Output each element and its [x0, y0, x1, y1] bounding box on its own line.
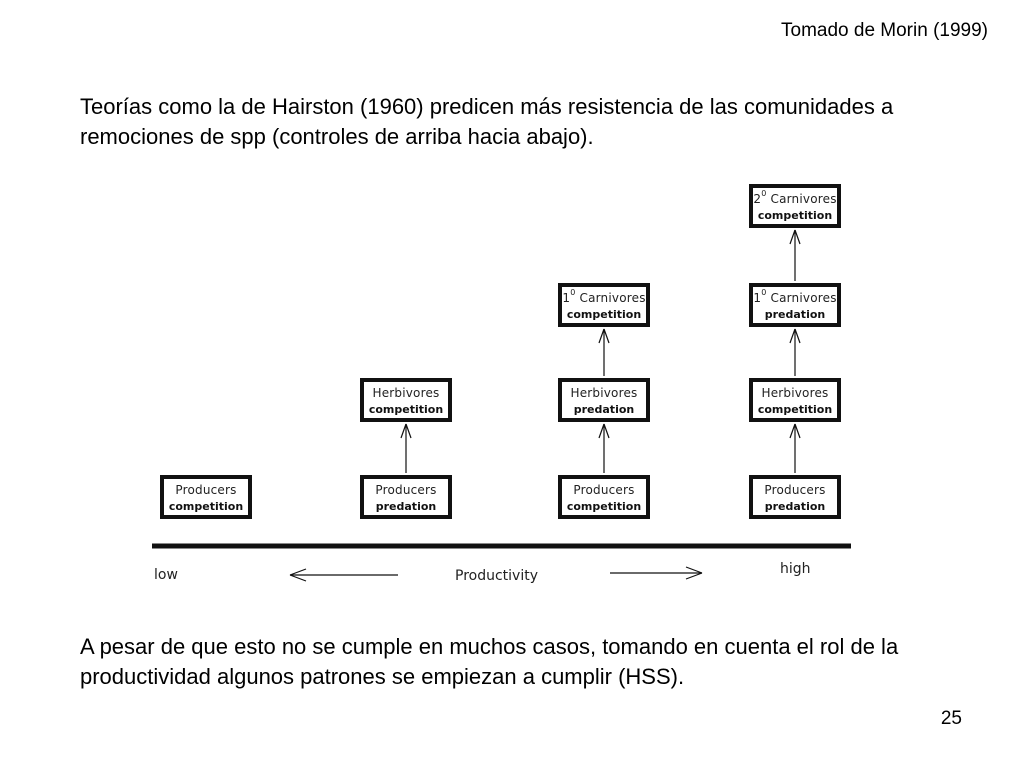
trophic-box-carnivores: 20 Carnivores competition	[749, 184, 841, 228]
trophic-arrow-head-left	[789, 423, 796, 439]
trophic-box-herbivores: Herbivores competition	[360, 378, 452, 422]
trophic-box-producers: Producers predation	[749, 475, 841, 519]
control-type: competition	[566, 500, 642, 513]
trophic-box-carnivores: 10 Carnivores competition	[558, 283, 650, 327]
order-superscript: 0	[761, 189, 767, 198]
trophic-box-producers: Producers predation	[360, 475, 452, 519]
trophic-arrow-head-left	[400, 423, 407, 439]
citation: Tomado de Morin (1999)	[781, 20, 988, 41]
axis-high-label: high	[780, 561, 811, 577]
trophic-arrow-head-left	[598, 328, 605, 344]
trophic-arrow-head-right	[405, 423, 412, 439]
slide-number: 25	[940, 708, 962, 729]
trophic-arrow-head-left	[598, 423, 605, 439]
control-type: competition	[368, 403, 444, 416]
trophic-box-producers: Producers competition	[558, 475, 650, 519]
trophic-level-name: Producers	[375, 483, 437, 497]
trophic-arrow-head-right	[794, 423, 801, 439]
axis-productivity-label: Productivity	[455, 568, 538, 584]
control-type: predation	[573, 403, 635, 416]
control-type: competition	[757, 403, 833, 416]
control-type: competition	[168, 500, 244, 513]
control-type: predation	[764, 308, 826, 321]
trophic-arrow-head-left	[789, 229, 796, 245]
trophic-box-herbivores: Herbivores competition	[749, 378, 841, 422]
control-type: predation	[375, 500, 437, 513]
trophic-arrow-head-left	[789, 328, 796, 344]
trophic-box-carnivores: 10 Carnivores predation	[749, 283, 841, 327]
trophic-level-name: Herbivores	[372, 386, 440, 400]
trophic-level-name: 20 Carnivores	[753, 189, 837, 206]
trophic-level-name: Producers	[175, 483, 237, 497]
conclusion-paragraph: A pesar de que esto no se cumple en much…	[80, 634, 899, 689]
trophic-box-producers: Producers competition	[160, 475, 252, 519]
trophic-arrow-head-right	[603, 328, 610, 344]
trophic-level-name: Producers	[764, 483, 826, 497]
trophic-arrow-head-right	[794, 328, 801, 344]
control-type: predation	[764, 500, 826, 513]
trophic-arrow-head-right	[794, 229, 801, 245]
trophic-arrow-head-right	[603, 423, 610, 439]
trophic-level-name: 10 Carnivores	[562, 288, 646, 305]
axis-low-label: low	[154, 567, 178, 583]
trophic-level-name: Producers	[573, 483, 635, 497]
arrow-left-head-bottom	[289, 574, 307, 582]
trophic-level-name: Herbivores	[761, 386, 829, 400]
control-type: competition	[566, 308, 642, 321]
trophic-level-name: 10 Carnivores	[753, 288, 837, 305]
control-type: competition	[757, 209, 833, 222]
order-superscript: 0	[761, 288, 767, 297]
intro-paragraph: Teorías como la de Hairston (1960) predi…	[80, 94, 894, 149]
trophic-level-name: Herbivores	[570, 386, 638, 400]
arrow-right-head-top	[685, 566, 703, 574]
arrow-left-head-top	[289, 568, 307, 576]
order-superscript: 0	[570, 288, 576, 297]
trophic-box-herbivores: Herbivores predation	[558, 378, 650, 422]
arrow-right-head-bottom	[685, 572, 703, 580]
